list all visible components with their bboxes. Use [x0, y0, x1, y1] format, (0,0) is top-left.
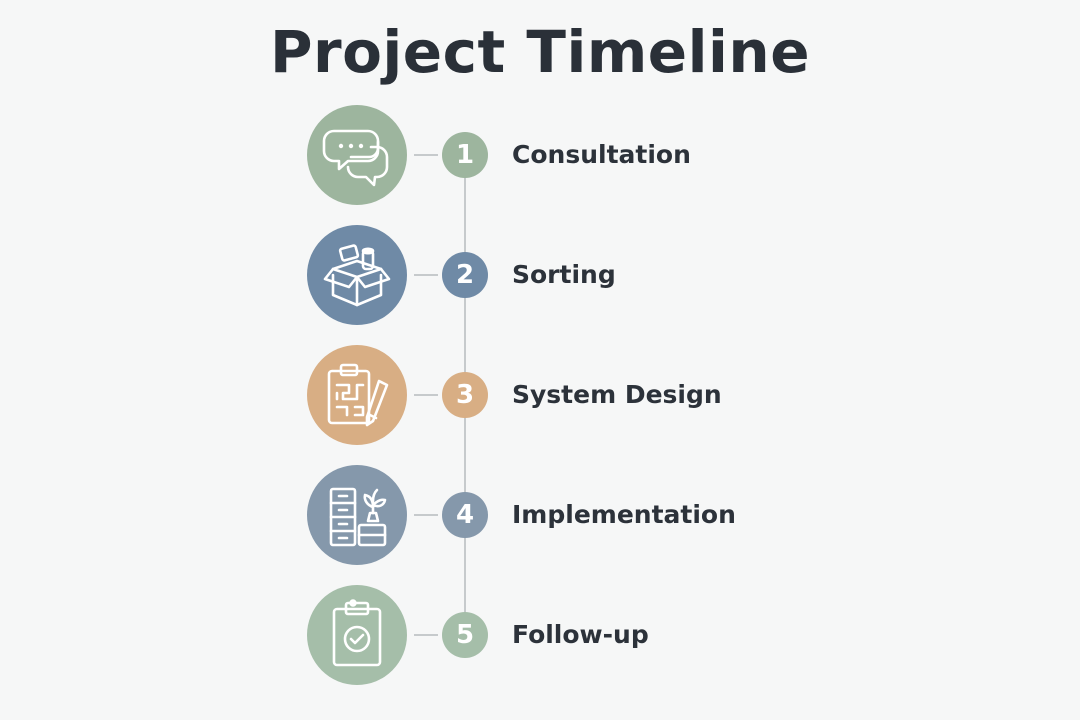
page-title: Project Timeline: [269, 18, 811, 86]
step-label: Sorting: [512, 260, 616, 289]
step-number-badge: 1: [442, 132, 488, 178]
step-connector: [414, 634, 438, 636]
step-connector: [414, 154, 438, 156]
open-box-icon: [307, 225, 407, 325]
timeline-step-consultation: 1 Consultation: [0, 105, 1080, 205]
clipboard-blueprint-pencil-icon: [307, 345, 407, 445]
step-label: Consultation: [512, 140, 691, 169]
timeline-step-implementation: 4 Implementation: [0, 465, 1080, 565]
step-number-badge: 3: [442, 372, 488, 418]
step-number-badge: 2: [442, 252, 488, 298]
step-number-badge: 5: [442, 612, 488, 658]
step-connector: [414, 274, 438, 276]
step-connector: [414, 514, 438, 516]
chat-bubbles-icon: [307, 105, 407, 205]
clipboard-check-icon: [307, 585, 407, 685]
step-number-badge: 4: [442, 492, 488, 538]
step-connector: [414, 394, 438, 396]
shelves-plant-icon: [307, 465, 407, 565]
step-label: Follow-up: [512, 620, 649, 649]
step-label: System Design: [512, 380, 722, 409]
timeline-step-follow-up: 5 Follow-up: [0, 585, 1080, 685]
step-label: Implementation: [512, 500, 736, 529]
timeline-step-sorting: 2 Sorting: [0, 225, 1080, 325]
timeline-step-system-design: 3 System Design: [0, 345, 1080, 445]
